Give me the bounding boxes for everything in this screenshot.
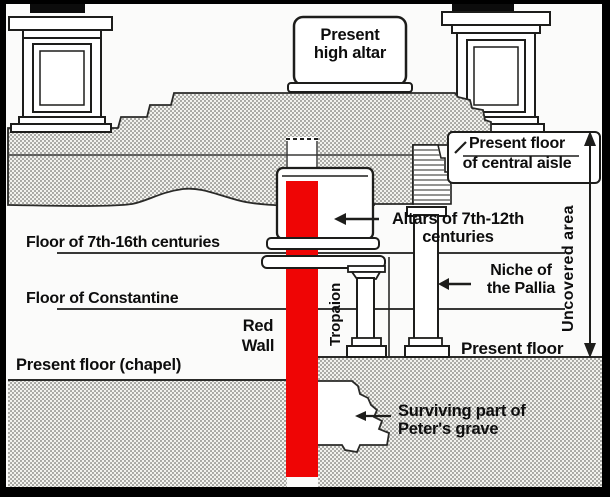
label-present-high-altar: Present high altar — [313, 26, 387, 63]
peters-grave-cavity — [315, 380, 391, 454]
right-ground — [288, 356, 602, 488]
label-altars-7th-12th: Altars of 7th-12th centuries — [391, 210, 525, 247]
uncovered-area-arrow — [584, 131, 596, 358]
label-floor-constantine: Floor of Constantine — [26, 290, 179, 307]
label-floor-7th-16th: Floor of 7th-16th centuries — [26, 234, 220, 251]
right-pedestal — [441, 3, 551, 133]
label-tropaion: Tropaion — [327, 282, 344, 346]
label-surviving-grave: Surviving part of Peter's grave — [398, 402, 526, 439]
central-aisle-label-box — [447, 131, 601, 184]
niche-pier — [404, 206, 450, 358]
right-pedestal-cap — [452, 3, 514, 11]
high-altar-structure — [287, 15, 413, 93]
label-uncovered-area: Uncovered area — [560, 204, 577, 332]
tropaion-column — [346, 265, 387, 358]
altars-arrow — [334, 213, 379, 225]
niche-arrow — [438, 278, 471, 290]
red-wall-hidden-channel — [286, 137, 318, 168]
left-pedestal-cap — [30, 3, 85, 13]
label-red-wall: Red Wall — [241, 317, 275, 355]
label-present-floor-central-aisle: Present floor of central aisle — [462, 135, 572, 172]
label-present-floor-chapel: Present floor (chapel) — [16, 356, 182, 374]
chapel-ground — [8, 379, 287, 488]
tropaion-shelf — [261, 255, 386, 269]
label-present-floor: Present floor — [461, 339, 564, 358]
label-niche-pallia: Niche of the Pallia — [486, 262, 556, 297]
red-wall-bar — [286, 181, 318, 477]
left-pedestal — [8, 3, 113, 133]
grave-arrow — [355, 411, 391, 421]
altar-base-slab — [266, 237, 380, 250]
aisle-leader-arrow — [454, 141, 467, 154]
